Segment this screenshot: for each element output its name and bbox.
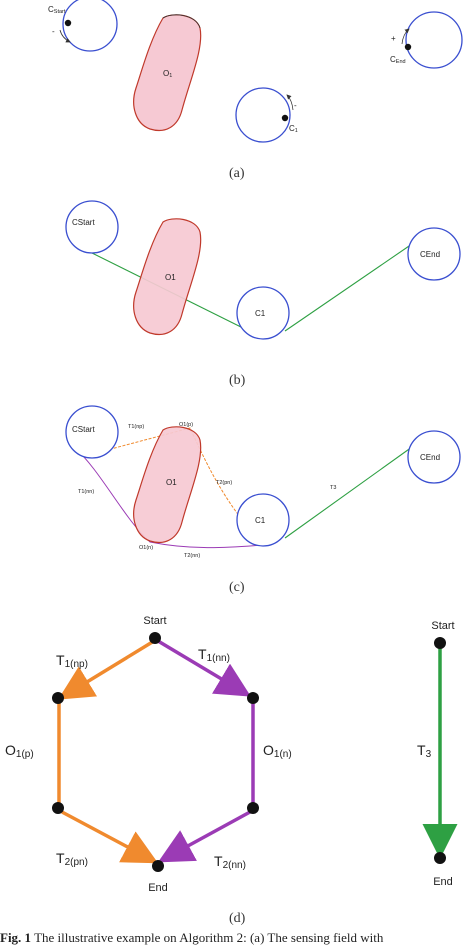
panel-a-label: (a): [229, 166, 245, 181]
o1p-label: O1(p): [5, 742, 34, 760]
path-c1-to-end: [284, 243, 413, 332]
o1-label: O1: [165, 273, 176, 282]
start2-label: Start: [431, 620, 454, 632]
edge-t2nn: [157, 810, 251, 863]
node-o1n-top: [247, 692, 259, 704]
c-end-label: CEnd: [420, 250, 440, 259]
t1np-label: T1(np): [56, 652, 88, 670]
node-start-2: [434, 637, 446, 649]
c1-circle: [235, 87, 291, 143]
c-end-circle: [405, 11, 463, 69]
o1n-label: O1(n): [139, 545, 153, 551]
panel-a: CStart - O1 C1 - CEnd + (a): [48, 0, 463, 181]
node-end-2: [434, 852, 446, 864]
plus-end-label: +: [391, 34, 396, 43]
c-start-label: CStart: [72, 425, 95, 434]
o1p-label: O1(p): [179, 422, 193, 428]
c-start-circle: [62, 0, 118, 52]
minus-right-label: -: [294, 101, 297, 110]
t1nn-label: T1(nn): [78, 489, 94, 495]
t2nn-label: T2(nn): [214, 853, 246, 871]
t2pn-label: T2(pn): [56, 850, 88, 868]
t1nn-label: T1(nn): [198, 646, 230, 664]
c-start-label: CStart: [72, 218, 95, 227]
start-label: Start: [143, 615, 166, 627]
panel-b: CStart O1 C1 CEnd (b): [65, 200, 461, 388]
panel-d: Start End T1(np) T1(nn) O1(p) O1(n) T2(p…: [5, 615, 458, 926]
c-start-label: CStart: [48, 5, 66, 15]
figure-caption: Fig. 1 The illustrative example on Algor…: [0, 930, 474, 945]
panel-c: CStart O1 C1 CEnd T1(np) O1(p) T1(nn) T2…: [65, 405, 461, 595]
t2nn-label: T2(nn): [184, 553, 200, 559]
c-end-circle: [407, 430, 461, 484]
c-end-label: CEnd: [420, 453, 440, 462]
obstacle-o1: [133, 426, 202, 543]
path-t3: [284, 446, 413, 539]
t3-label: T3: [330, 485, 336, 491]
o1-label: O1: [166, 478, 177, 487]
rotate-arrow-end: [401, 28, 410, 45]
node-start: [149, 632, 161, 644]
rotate-arrow-c1: [286, 94, 294, 111]
c-start-node: [64, 19, 72, 27]
caption-text: The illustrative example on Algorithm 2:…: [34, 930, 384, 945]
panel-b-label: (b): [229, 373, 246, 388]
end-label: End: [148, 882, 168, 894]
obstacle-o1: [133, 218, 202, 335]
o1n-label: O1(n): [263, 742, 292, 760]
panel-d-label: (d): [229, 911, 246, 926]
caption-fig-number: Fig. 1: [0, 930, 32, 945]
rotate-arrow-start: [59, 29, 71, 43]
c-end-circle: [407, 227, 461, 281]
node-o1n-bottom: [247, 802, 259, 814]
t2pn-label: T2(pn): [216, 480, 232, 486]
c1-circle: [236, 286, 290, 340]
edge-t1np: [58, 639, 155, 700]
c-end-node: [404, 43, 412, 51]
edge-t1nn: [157, 639, 252, 697]
t3-label: T3: [417, 742, 432, 760]
edge-t2pn: [61, 810, 159, 864]
minus-left-label: -: [52, 27, 55, 36]
t1np-label: T1(np): [128, 424, 144, 430]
node-o1p-bottom: [52, 802, 64, 814]
obstacle-outline: [162, 14, 201, 29]
c-start-circle: [65, 200, 119, 254]
c-end-label: CEnd: [390, 55, 406, 65]
panel-c-label: (c): [229, 580, 245, 595]
node-o1p-top: [52, 692, 64, 704]
c1-node: [281, 114, 289, 122]
node-end: [152, 860, 164, 872]
path-purple: [74, 447, 264, 549]
end2-label: End: [433, 876, 453, 888]
c-start-circle: [65, 405, 119, 459]
c1-label: C1: [289, 124, 298, 134]
c1-label: C1: [255, 309, 266, 318]
c1-label: C1: [255, 516, 266, 525]
c1-circle: [236, 493, 290, 547]
o1-label: O1: [163, 69, 172, 79]
